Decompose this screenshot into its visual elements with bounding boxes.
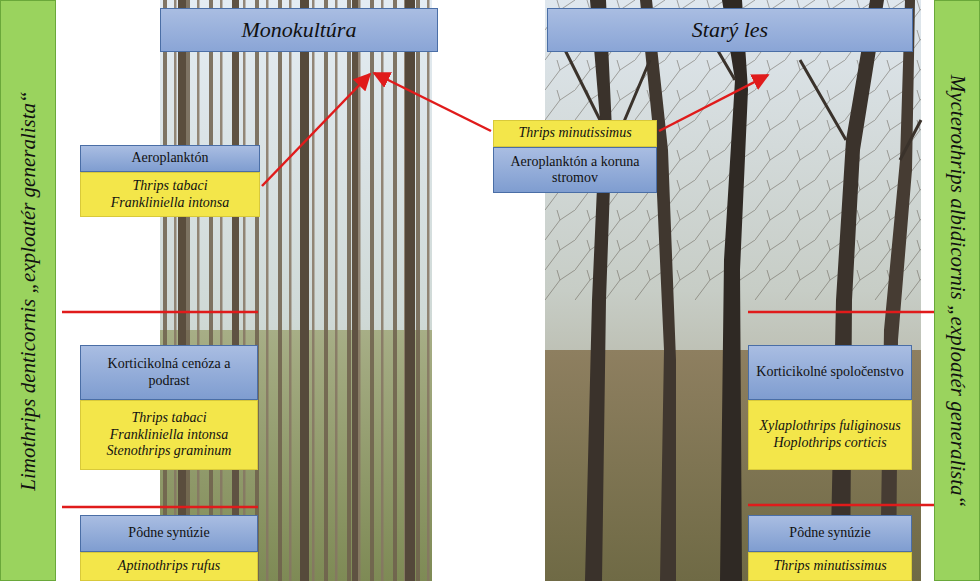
species-band: Mycterothrips albidicornis „exploatér ge… (934, 0, 980, 581)
species-box: Xylaplothrips fuliginosusHoplothrips cor… (748, 400, 912, 470)
species-box: Thrips tabaciFrankliniella intonsaStenot… (80, 400, 258, 470)
box-text: Monokultúra (242, 17, 357, 43)
box-text: Thrips tabaci (131, 410, 206, 427)
species-box: Thrips minutissimus (493, 120, 657, 147)
species-band: Limothrips denticornis „exploatér genera… (0, 0, 56, 581)
species-box: Aptinothrips rufus (80, 552, 258, 581)
box-text: Thrips minutissimus (773, 558, 886, 575)
box-text: Korticikolná cenóza a podrast (87, 356, 251, 388)
box-text: Starý les (692, 17, 768, 43)
layer-box: Pôdne synúzie (748, 515, 912, 552)
box-text: Frankliniella intonsa (110, 427, 229, 444)
box-text: Thrips minutissimus (518, 125, 631, 142)
box-text: Aeroplanktón (132, 150, 209, 166)
box-text: Xylaplothrips fuliginosus (759, 418, 900, 435)
box-text: Pôdne synúzie (789, 525, 870, 541)
layer-box: Aeroplanktón a koruna stromov (493, 147, 657, 193)
box-text: Korticikolné spoločenstvo (756, 364, 903, 380)
box-text: Aeroplanktón a koruna stromov (500, 154, 650, 186)
species-box: Thrips tabaciFrankliniella intonsa (80, 172, 260, 217)
habitat-header: Starý les (547, 8, 913, 52)
monoculture-photo (160, 0, 432, 581)
box-text: Thrips tabaci (132, 178, 207, 195)
habitat-header: Monokultúra (160, 8, 438, 52)
layer-separator (62, 312, 934, 507)
box-text: Hoplothrips corticis (773, 435, 886, 452)
vertical-label: Limothrips denticornis „exploatér genera… (16, 91, 41, 491)
species-box: Thrips minutissimus (748, 552, 912, 581)
layer-box: Korticikolné spoločenstvo (748, 345, 912, 400)
box-text: Frankliniella intonsa (111, 195, 230, 212)
layer-box: Aeroplanktón (80, 145, 260, 172)
vertical-label: Mycterothrips albidicornis „exploatér ge… (945, 74, 970, 507)
box-text: Pôdne synúzie (128, 525, 209, 541)
layer-box: Pôdne synúzie (80, 515, 258, 552)
old-forest-photo (545, 0, 921, 581)
layer-box: Korticikolná cenóza a podrast (80, 345, 258, 400)
box-text: Aptinothrips rufus (118, 558, 220, 575)
box-text: Stenothrips graminum (107, 443, 232, 460)
